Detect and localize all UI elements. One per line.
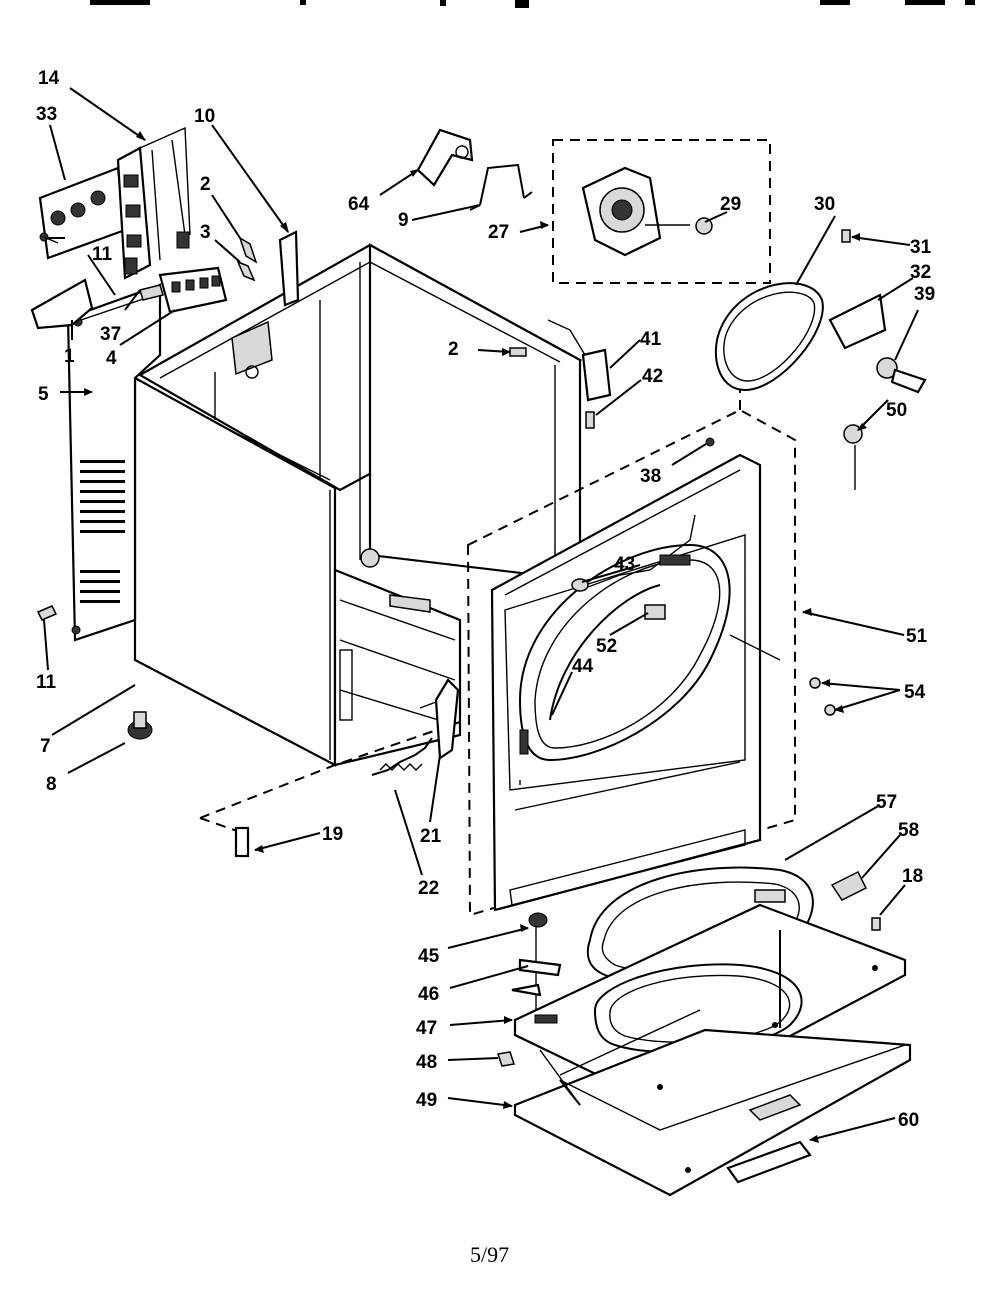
part-label-42: 42 — [642, 366, 663, 387]
part-label-30: 30 — [814, 194, 835, 215]
footer-date-code: 5/97 — [470, 1242, 509, 1267]
part-label-60: 60 — [898, 1110, 919, 1131]
part-label-29: 29 — [720, 194, 741, 215]
part-labels: 14 33 10 2 3 11 37 1 4 5 64 9 27 29 30 3… — [36, 68, 935, 1131]
part-label-49: 49 — [416, 1090, 437, 1111]
part-label-32: 32 — [910, 262, 931, 283]
part-label-31: 31 — [910, 237, 932, 258]
part-label-3: 3 — [200, 222, 211, 243]
part-label-37: 37 — [100, 324, 121, 345]
part-label-9: 9 — [398, 210, 409, 231]
part-label-19: 19 — [322, 824, 343, 845]
part-label-47: 47 — [416, 1018, 437, 1039]
control-components — [30, 126, 300, 330]
drum-belt — [714, 282, 824, 392]
front-panel-outline — [466, 408, 796, 917]
base-assembly — [497, 866, 912, 1197]
part-label-33: 33 — [36, 104, 57, 125]
part-label-44: 44 — [572, 656, 594, 677]
part-label-5: 5 — [38, 384, 49, 405]
lower-left-parts — [36, 605, 461, 858]
part-label-54: 54 — [904, 682, 926, 703]
front-panel — [490, 453, 762, 912]
top-middle-parts — [416, 128, 771, 429]
leader-lines — [43, 87, 919, 1143]
part-label-52: 52 — [596, 636, 617, 657]
part-label-57: 57 — [876, 792, 897, 813]
cabinet-back-panel — [368, 243, 582, 582]
part-label-27: 27 — [488, 222, 509, 243]
part-label-45: 45 — [418, 946, 440, 967]
part-label-39: 39 — [914, 284, 935, 305]
part-label-10: 10 — [194, 106, 215, 127]
part-label-14: 14 — [38, 68, 60, 89]
part-label-38: 38 — [640, 466, 661, 487]
part-label-11b: 11 — [36, 672, 57, 693]
part-label-41: 41 — [640, 329, 662, 350]
part-label-4: 4 — [106, 348, 117, 369]
part-label-7: 7 — [40, 736, 51, 757]
part-label-43: 43 — [614, 554, 635, 575]
part-label-64: 64 — [348, 194, 370, 215]
part-label-8: 8 — [46, 774, 57, 795]
top-right-parts — [714, 229, 927, 490]
toe-panel — [513, 903, 907, 1107]
part-label-18: 18 — [902, 866, 923, 887]
part-label-21: 21 — [420, 826, 442, 847]
cabinet-assembly — [66, 243, 583, 767]
part-label-1: 1 — [64, 346, 75, 367]
part-label-2: 2 — [200, 174, 211, 195]
part-label-58: 58 — [898, 820, 919, 841]
part-label-51: 51 — [906, 626, 928, 647]
part-label-50: 50 — [886, 400, 907, 421]
part-label-22: 22 — [418, 878, 439, 899]
part-label-46: 46 — [418, 984, 439, 1005]
part-label-2b: 2 — [448, 339, 459, 360]
toe-cover — [726, 1140, 812, 1184]
rear-panel-vents — [80, 460, 125, 603]
top-edge-marks — [90, 0, 975, 8]
part-label-48: 48 — [416, 1052, 437, 1073]
front-panel-assembly — [466, 340, 836, 917]
part-label-11: 11 — [92, 244, 113, 265]
